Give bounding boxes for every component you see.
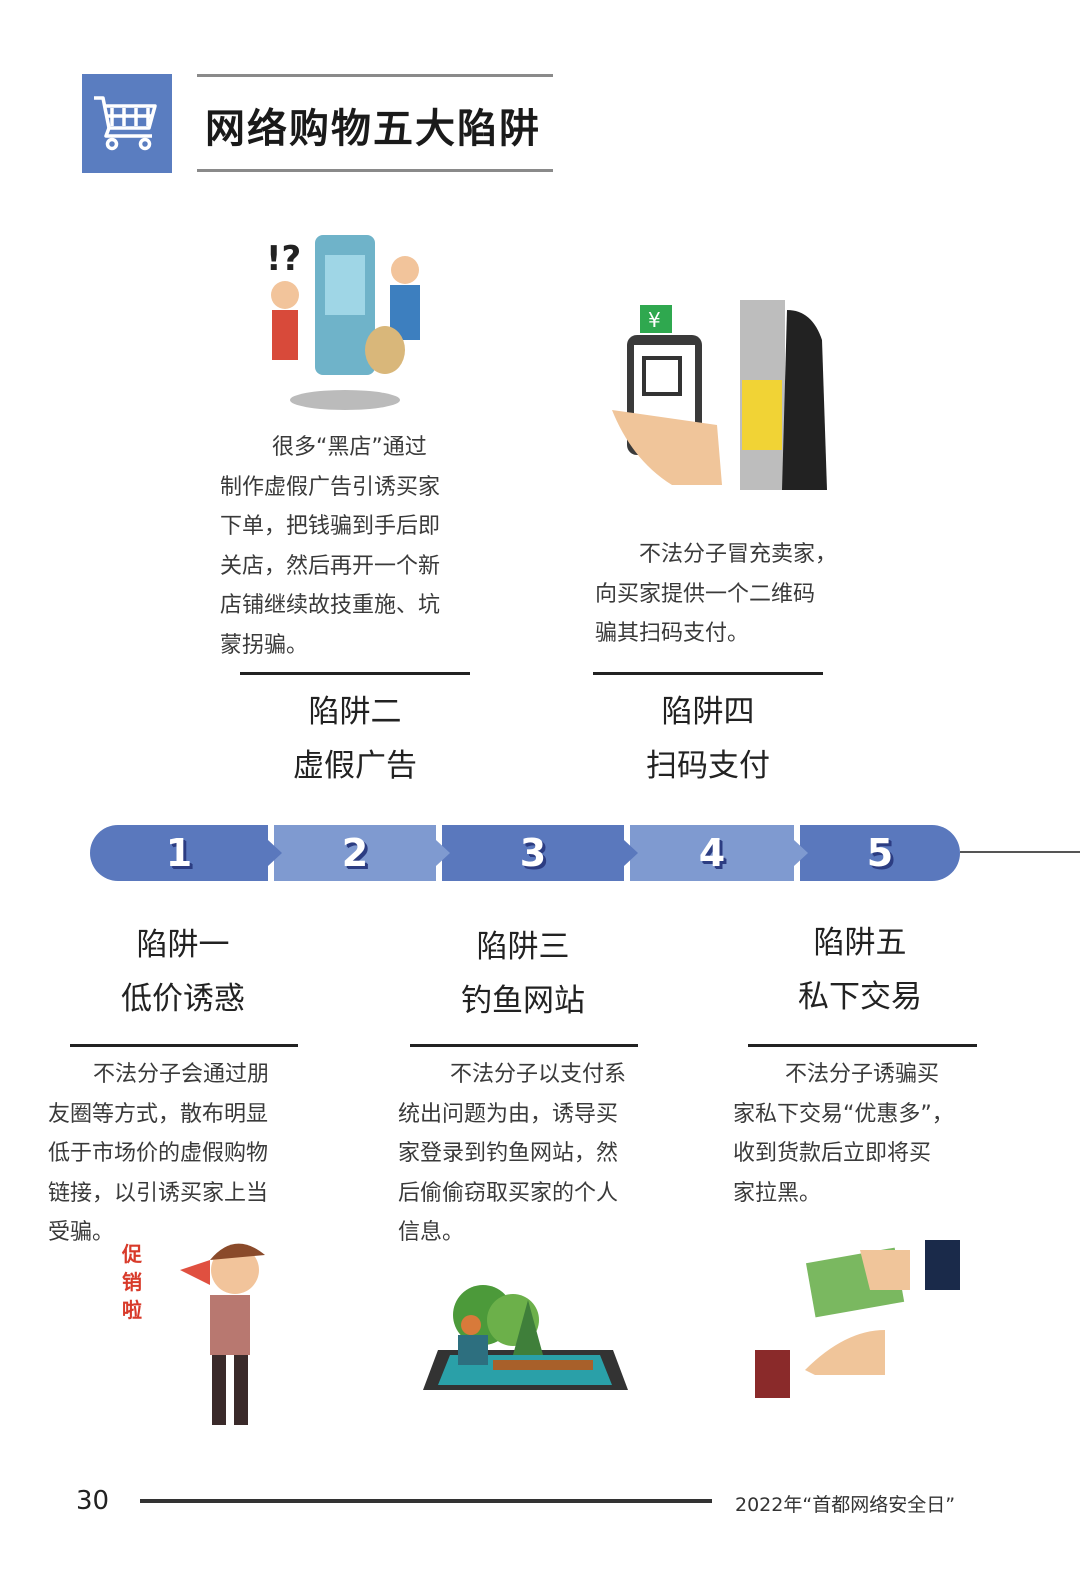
desc-line: 不法分子诱骗买 bbox=[785, 1062, 940, 1087]
trap-3-label: 陷阱三 bbox=[476, 929, 570, 965]
trap-1-label: 陷阱一 bbox=[136, 927, 230, 963]
svg-text:!?: !? bbox=[266, 239, 301, 279]
desc-line: 向买家提供一个二维码 bbox=[595, 581, 816, 607]
desc-line: 不法分子冒充卖家， bbox=[639, 542, 838, 567]
footer-rule bbox=[140, 1499, 712, 1503]
trap-4-label: 陷阱四 bbox=[661, 694, 755, 730]
desc-line: 低于市场价的虚假购物 bbox=[48, 1141, 269, 1166]
desc-line: 后偷偷窃取买家的个人 bbox=[398, 1180, 619, 1206]
step-5: 5 bbox=[794, 825, 960, 881]
desc-line: 下单，把钱骗到手后即 bbox=[220, 514, 441, 539]
trap-3-description: 不法分子以支付系 统出问题为由，诱导买 家登录到钓鱼网站，然 后偷偷窃取买家的个… bbox=[398, 1055, 626, 1253]
desc-line: 友圈等方式，散布明显 bbox=[48, 1101, 269, 1127]
title-rule-bottom bbox=[197, 169, 553, 172]
shopping-cart-icon bbox=[94, 96, 157, 151]
desc-line: 很多“黑店”通过 bbox=[272, 435, 427, 460]
svg-text:¥: ¥ bbox=[648, 308, 661, 332]
trap-5-name: 私下交易 bbox=[798, 979, 922, 1015]
trap-5-label: 陷阱五 bbox=[813, 925, 907, 961]
private-deal-illustration bbox=[755, 1240, 960, 1398]
trap-1-description: 不法分子会通过朋 友圈等方式，散布明显 低于市场价的虚假购物 链接，以引诱买家上… bbox=[48, 1055, 269, 1253]
qr-payment-illustration: ¥ bbox=[612, 300, 827, 490]
desc-line: 信息。 bbox=[398, 1220, 465, 1245]
fake-ad-illustration: !? bbox=[266, 235, 420, 410]
promo-label: 促销啦 bbox=[122, 1242, 142, 1322]
low-price-illustration bbox=[180, 1243, 265, 1425]
desc-line: 关店，然后再开一个新 bbox=[220, 553, 441, 579]
cart-icon-box bbox=[82, 74, 172, 173]
step-5-number: 5 bbox=[866, 831, 894, 875]
trap-4-name: 扫码支付 bbox=[646, 748, 770, 784]
desc-line: 不法分子会通过朋 bbox=[93, 1062, 270, 1087]
desc-line: 制作虚假广告引诱买家 bbox=[220, 474, 441, 500]
trap-1-rule bbox=[70, 1044, 298, 1047]
step-4-number: 4 bbox=[698, 831, 726, 875]
trap-2-rule bbox=[240, 672, 470, 675]
trap-4-rule bbox=[593, 672, 823, 675]
desc-line: 蒙拐骗。 bbox=[220, 632, 309, 658]
desc-line: 不法分子以支付系 bbox=[450, 1062, 627, 1087]
timeline-bar: 1 2 3 4 5 bbox=[90, 825, 960, 881]
desc-line: 统出问题为由，诱导买 bbox=[398, 1101, 619, 1127]
step-3: 3 bbox=[436, 825, 624, 881]
step-4: 4 bbox=[624, 825, 794, 881]
step-1: 1 bbox=[90, 825, 268, 881]
trap-5-description: 不法分子诱骗买 家私下交易“优惠多”， 收到货款后立即将买 家拉黑。 bbox=[733, 1055, 954, 1213]
page-number: 30 bbox=[76, 1486, 110, 1516]
footer-event: 2022年“首都网络安全日” bbox=[735, 1494, 956, 1516]
trap-2-description: 很多“黑店”通过 制作虚假广告引诱买家 下单，把钱骗到手后即 关店，然后再开一个… bbox=[220, 428, 440, 665]
trap-4-description: 不法分子冒充卖家， 向买家提供一个二维码 骗其扫码支付。 bbox=[595, 535, 837, 654]
timeline-tail bbox=[960, 851, 1080, 853]
desc-line: 家拉黑。 bbox=[733, 1180, 822, 1206]
phishing-illustration bbox=[423, 1285, 628, 1390]
trap-2-name: 虚假广告 bbox=[293, 748, 417, 784]
desc-line: 店铺继续故技重施、坑 bbox=[220, 593, 441, 618]
trap-1-name: 低价诱惑 bbox=[121, 981, 245, 1017]
desc-line: 链接，以引诱买家上当 bbox=[48, 1180, 269, 1206]
title-rule-top bbox=[197, 74, 553, 77]
step-2-number: 2 bbox=[341, 831, 369, 875]
desc-line: 家登录到钓鱼网站，然 bbox=[398, 1141, 619, 1166]
trap-2-label: 陷阱二 bbox=[308, 694, 402, 730]
step-2: 2 bbox=[268, 825, 436, 881]
step-3-number: 3 bbox=[519, 831, 547, 875]
desc-line: 骗其扫码支付。 bbox=[595, 621, 750, 646]
page-title: 网络购物五大陷阱 bbox=[205, 106, 541, 152]
desc-line: 收到货款后立即将买 bbox=[733, 1141, 932, 1166]
desc-line: 受骗。 bbox=[48, 1220, 115, 1245]
trap-3-rule bbox=[410, 1044, 638, 1047]
trap-3-name: 钓鱼网站 bbox=[461, 983, 585, 1019]
desc-line: 家私下交易“优惠多”， bbox=[733, 1101, 954, 1127]
trap-5-rule bbox=[748, 1044, 977, 1047]
